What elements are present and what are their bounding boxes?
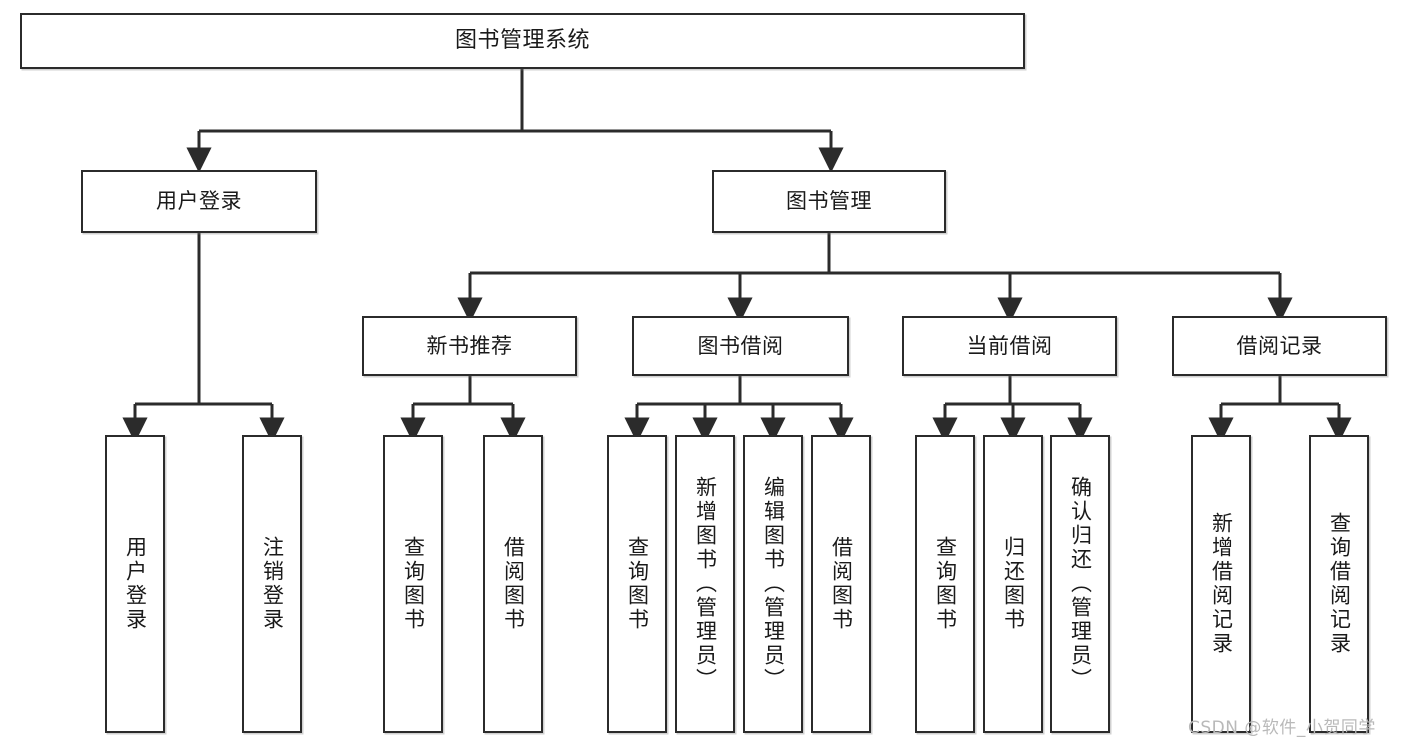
node-new-book-recommendation[interactable]: 新书推荐 (362, 316, 577, 376)
leaf-borrow-books-recommendation[interactable]: 借阅图书 (483, 435, 543, 733)
node-label: 编辑图书（管理员） (761, 476, 786, 692)
leaf-query-books-recommendation[interactable]: 查询图书 (383, 435, 443, 733)
node-label: 用户登录 (156, 189, 242, 214)
node-label: 新书推荐 (426, 333, 513, 358)
node-label: 新增图书（管理员） (693, 476, 718, 692)
node-label: 查询图书 (401, 536, 426, 632)
leaf-logout[interactable]: 注销登录 (242, 435, 302, 733)
node-book-management[interactable]: 图书管理 (712, 170, 946, 233)
node-label: 图书管理 (786, 189, 872, 214)
leaf-query-books-borrowing[interactable]: 查询图书 (607, 435, 667, 733)
leaf-add-borrow-record[interactable]: 新增借阅记录 (1191, 435, 1251, 733)
leaf-query-books-current[interactable]: 查询图书 (915, 435, 975, 733)
node-label: 新增借阅记录 (1209, 512, 1234, 656)
node-label: 图书管理系统 (454, 28, 590, 54)
node-borrow-records[interactable]: 借阅记录 (1172, 316, 1387, 376)
node-label: 借阅图书 (501, 536, 526, 632)
node-label: 用户登录 (123, 536, 148, 632)
node-label: 注销登录 (260, 536, 285, 632)
leaf-confirm-return-admin[interactable]: 确认归还（管理员） (1050, 435, 1110, 733)
leaf-return-books[interactable]: 归还图书 (983, 435, 1043, 733)
node-user-login[interactable]: 用户登录 (81, 170, 317, 233)
leaf-add-book-admin[interactable]: 新增图书（管理员） (675, 435, 735, 733)
node-label: 图书借阅 (697, 333, 784, 358)
leaf-query-borrow-record[interactable]: 查询借阅记录 (1309, 435, 1369, 733)
node-book-borrowing[interactable]: 图书借阅 (632, 316, 849, 376)
node-label: 查询图书 (625, 536, 650, 632)
leaf-user-login[interactable]: 用户登录 (105, 435, 165, 733)
node-label: 查询图书 (933, 536, 958, 632)
node-label: 借阅图书 (829, 536, 854, 632)
node-label: 借阅记录 (1236, 333, 1323, 358)
node-label: 查询借阅记录 (1327, 512, 1352, 656)
node-root-book-management-system[interactable]: 图书管理系统 (20, 13, 1025, 69)
leaf-borrow-books-borrowing[interactable]: 借阅图书 (811, 435, 871, 733)
node-label: 归还图书 (1001, 536, 1026, 632)
node-current-borrowing[interactable]: 当前借阅 (902, 316, 1117, 376)
node-label: 当前借阅 (966, 333, 1053, 358)
watermark: CSDN @软件_小贺同学 (1188, 718, 1376, 738)
node-label: 确认归还（管理员） (1068, 476, 1093, 692)
leaf-edit-book-admin[interactable]: 编辑图书（管理员） (743, 435, 803, 733)
